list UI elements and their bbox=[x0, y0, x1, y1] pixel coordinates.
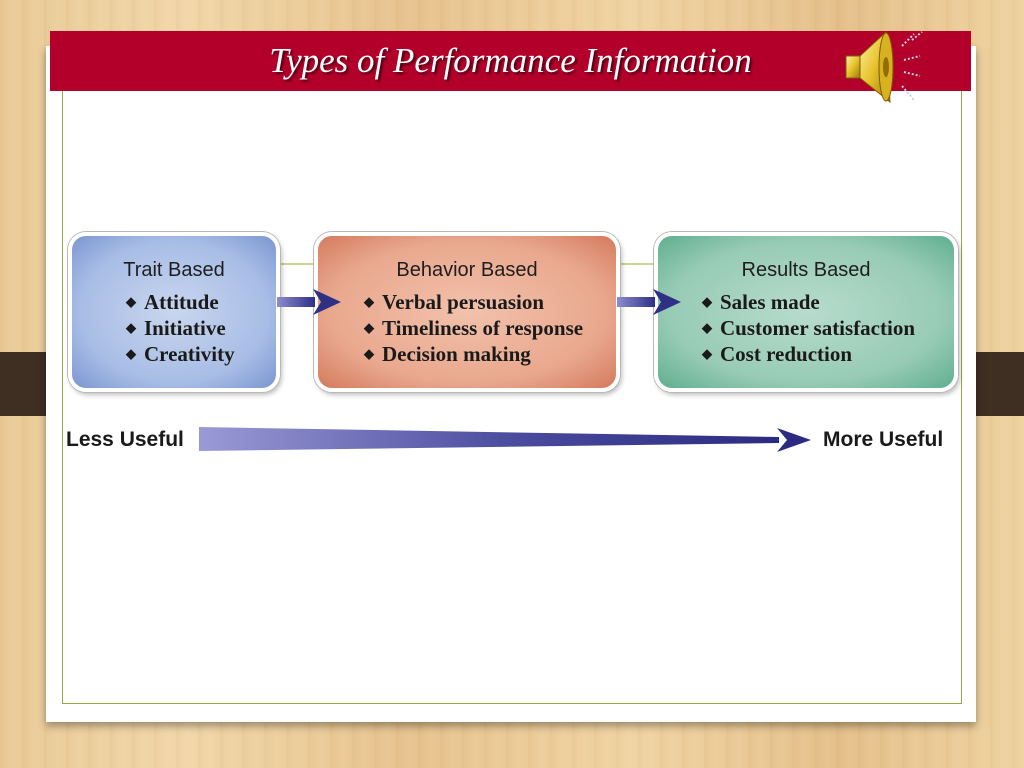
list-item-text: Timeliness of response bbox=[382, 316, 584, 340]
behavior-based-list: ◆ Verbal persuasion ◆ Timeliness of respon… bbox=[328, 289, 606, 367]
diamond-bullet-icon: ◆ bbox=[364, 346, 374, 361]
list-item: ◆ Initiative bbox=[126, 315, 266, 341]
list-item-text: Verbal persuasion bbox=[382, 290, 545, 314]
list-item: ◆ Decision making bbox=[364, 341, 606, 367]
flow-arrow-icon bbox=[617, 289, 681, 315]
usefulness-scale-arrow-icon bbox=[199, 427, 811, 452]
list-item-text: Creativity bbox=[144, 342, 235, 366]
title-bar: Types of Performance Information bbox=[50, 31, 971, 91]
list-item-text: Attitude bbox=[144, 290, 219, 314]
flow-arrow-icon bbox=[277, 289, 341, 315]
list-item: ◆ Attitude bbox=[126, 289, 266, 315]
connector-line-2 bbox=[620, 263, 654, 265]
diamond-bullet-icon: ◆ bbox=[364, 294, 374, 309]
less-useful-label: Less Useful bbox=[66, 428, 184, 451]
behavior-based-box: Behavior Based ◆ Verbal persuasion ◆ Timel… bbox=[314, 232, 620, 392]
list-item-text: Customer satisfaction bbox=[720, 316, 916, 340]
trait-based-title: Trait Based bbox=[123, 259, 225, 281]
trait-based-box: Trait Based ◆ Attitude ◆ Initiative ◆ Creat… bbox=[68, 232, 280, 392]
results-based-list: ◆ Sales made ◆ Customer satisfaction ◆ Cost… bbox=[668, 289, 944, 367]
diamond-bullet-icon: ◆ bbox=[702, 320, 712, 335]
diamond-bullet-icon: ◆ bbox=[126, 346, 136, 361]
behavior-based-title: Behavior Based bbox=[396, 259, 538, 281]
results-based-box: Results Based ◆ Sales made ◆ Customer sati… bbox=[654, 232, 958, 392]
slide-inner-frame bbox=[62, 88, 962, 704]
list-item: ◆ Cost reduction bbox=[702, 341, 944, 367]
list-item-text: Decision making bbox=[382, 342, 531, 366]
diamond-bullet-icon: ◆ bbox=[702, 294, 712, 309]
list-item: ◆ Customer satisfaction bbox=[702, 315, 944, 341]
list-item: ◆ Sales made bbox=[702, 289, 944, 315]
more-useful-label: More Useful bbox=[823, 428, 944, 451]
list-item: ◆ Verbal persuasion bbox=[364, 289, 606, 315]
list-item: ◆ Creativity bbox=[126, 341, 266, 367]
list-item: ◆ Timeliness of response bbox=[364, 315, 606, 341]
slide-title: Types of Performance Information bbox=[269, 41, 752, 80]
connector-line-1 bbox=[280, 263, 314, 265]
diamond-bullet-icon: ◆ bbox=[364, 320, 374, 335]
results-based-title: Results Based bbox=[741, 259, 871, 281]
trait-based-list: ◆ Attitude ◆ Initiative ◆ Creativity bbox=[82, 289, 266, 367]
diamond-bullet-icon: ◆ bbox=[126, 294, 136, 309]
list-item-text: Cost reduction bbox=[720, 342, 853, 366]
speaker-icon[interactable] bbox=[840, 26, 930, 110]
list-item-text: Initiative bbox=[144, 316, 226, 340]
list-item-text: Sales made bbox=[720, 290, 820, 314]
diamond-bullet-icon: ◆ bbox=[126, 320, 136, 335]
diamond-bullet-icon: ◆ bbox=[702, 346, 712, 361]
